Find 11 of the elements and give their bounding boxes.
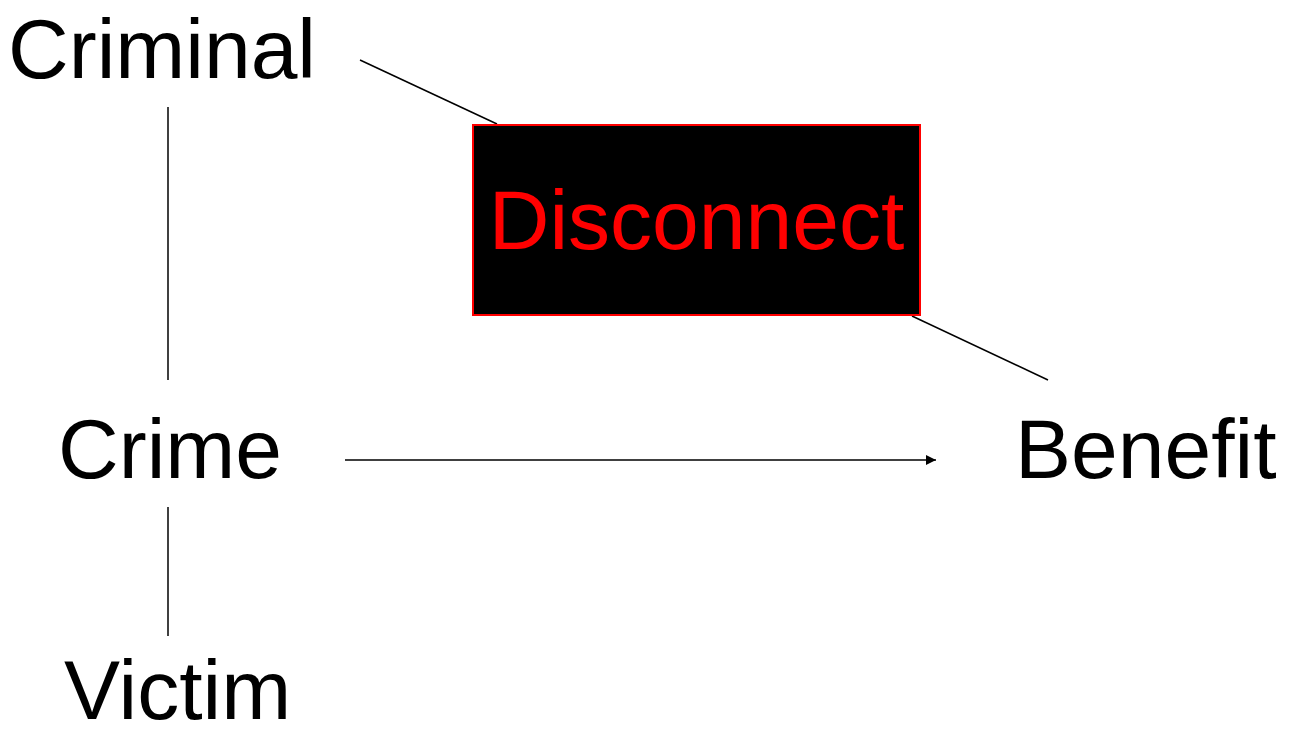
connector-line xyxy=(167,506,169,637)
box-label: Disconnect xyxy=(488,178,905,262)
node-label: Victim xyxy=(64,648,292,732)
arrow xyxy=(344,455,937,465)
node-label: Criminal xyxy=(8,7,317,91)
node-label: Crime xyxy=(58,407,282,491)
connector-line xyxy=(167,106,169,381)
node-label: Benefit xyxy=(1015,407,1277,491)
connector-line xyxy=(359,59,498,125)
connector-line xyxy=(911,315,1049,381)
label-box xyxy=(472,124,921,316)
